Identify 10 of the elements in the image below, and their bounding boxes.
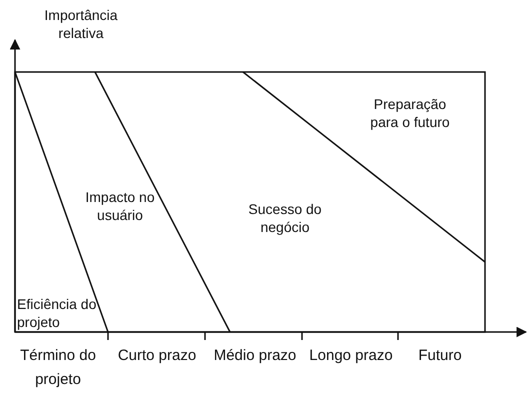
axis-label: Término do projeto (19, 346, 97, 390)
axis-label: Curto prazo (116, 346, 198, 366)
region-label: Preparação para o futuro (369, 95, 451, 131)
axis-label: Futuro (417, 346, 463, 366)
region-label: Impacto no usuário (84, 188, 156, 224)
axis-label: Médio prazo (212, 346, 298, 366)
axis-title: Importância relativa (43, 6, 119, 42)
region-label: Sucesso do negócio (247, 200, 323, 236)
region-label: Eficiência do projeto (17, 295, 97, 331)
axis-label: Longo prazo (308, 346, 394, 366)
